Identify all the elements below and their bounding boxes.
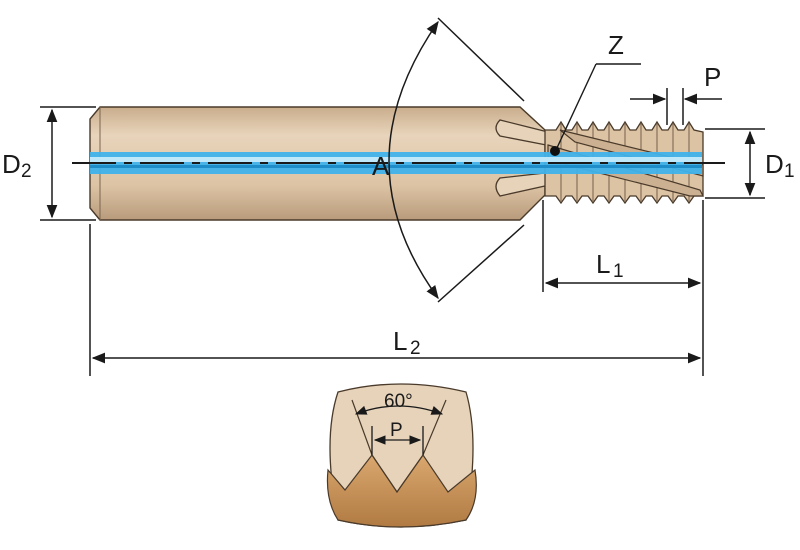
shank-diameter-dimension	[40, 106, 96, 221]
helix-angle-dimension	[388, 17, 525, 303]
thread-diameter-dimension	[705, 128, 765, 199]
pitch-dimension	[630, 88, 722, 125]
flute-count-leader	[550, 63, 641, 156]
thread-length-subscript: 1	[613, 261, 624, 282]
thread-diameter-label: D	[765, 149, 784, 179]
overall-length-dimension	[89, 224, 702, 376]
profile-pitch-dimension	[371, 426, 424, 455]
thread-length-label: L	[596, 249, 610, 279]
pitch-label: P	[704, 62, 721, 92]
thread-profile-detail	[326, 383, 477, 528]
overall-length-label: L	[393, 326, 407, 356]
shank-diameter-subscript: 2	[21, 161, 32, 182]
overall-length-subscript: 2	[410, 338, 421, 359]
thread-angle-dimension	[354, 405, 444, 415]
thread-diameter-subscript: 1	[784, 161, 795, 182]
shank-diameter-label: D	[2, 149, 21, 179]
helix-angle-label: A	[372, 151, 390, 181]
thread-length-dimension	[542, 200, 704, 376]
profile-pitch-label: P	[390, 420, 403, 441]
thread-angle-label: 60°	[384, 391, 413, 412]
flute-count-label: Z	[608, 30, 624, 60]
